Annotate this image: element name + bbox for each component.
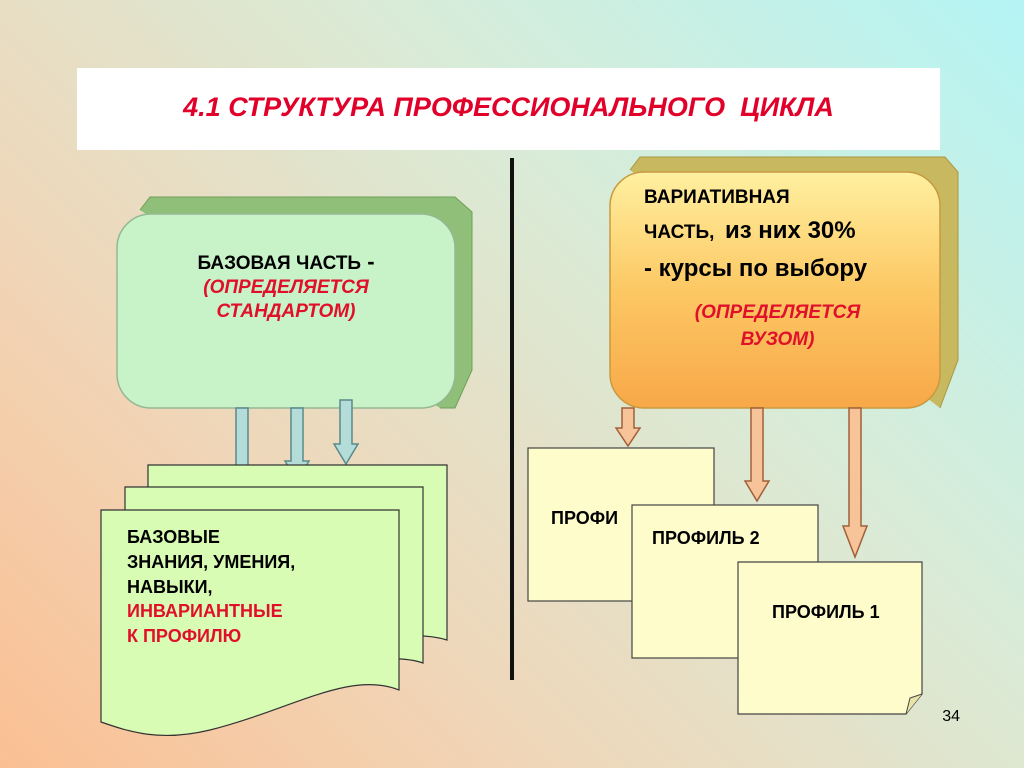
variative-part-share: из них 30% <box>724 217 856 245</box>
profile-page-1 <box>737 561 923 715</box>
arrow-profile-2 <box>743 407 771 503</box>
arrow-profile-1 <box>841 407 869 560</box>
profile-2-label: ПРОФИЛЬ 2 <box>652 528 760 548</box>
base-docs-line-2: ЗНАНИЯ, УМЕНИЯ, <box>127 551 296 572</box>
variative-part-note-2: ВУЗОМ) <box>740 328 815 350</box>
variative-part-box <box>609 156 959 409</box>
variative-part-label: ВАРИАТИВНАЯ ЧАСТЬ, из них 30% - курсы по… <box>644 183 934 287</box>
vertical-divider <box>510 158 514 680</box>
base-part-box <box>116 196 473 409</box>
base-part-label: БАЗОВАЯ ЧАСТЬ - (ОПРЕДЕЛЯЕТСЯ СТАНДАРТОМ… <box>117 248 455 323</box>
variative-part-word: ЧАСТЬ, <box>644 222 715 244</box>
base-part-title: БАЗОВАЯ ЧАСТЬ <box>197 253 362 274</box>
profile-1-label: ПРОФИЛЬ 1 <box>772 602 880 622</box>
slide-number: 34 <box>942 708 960 725</box>
variative-part-title: ВАРИАТИВНАЯ <box>644 187 790 208</box>
profile-back-label: ПРОФИ <box>551 508 619 528</box>
base-part-note-2: СТАНДАРТОМ) <box>216 300 356 322</box>
base-part-dash: - <box>361 249 375 274</box>
base-docs-stack <box>100 464 448 737</box>
base-docs-line-1: БАЗОВЫЕ <box>127 527 220 547</box>
variative-part-note-1: (ОПРЕДЕЛЯЕТСЯ <box>694 302 861 323</box>
base-docs-line-4: ИНВАРИАНТНЫЕ <box>127 601 283 622</box>
variative-part-courses: - курсы по выбору <box>644 254 868 282</box>
title-box: 4.1 СТРУКТУРА ПРОФЕССИОНАЛЬНОГО ЦИКЛА <box>77 68 940 150</box>
variative-part-note: (ОПРЕДЕЛЯЕТСЯ ВУЗОМ) <box>620 300 935 353</box>
arrow-profile-back <box>614 407 642 448</box>
slide-title: 4.1 СТРУКТУРА ПРОФЕССИОНАЛЬНОГО ЦИКЛА <box>183 92 834 122</box>
arrow-base-3 <box>332 399 360 466</box>
base-docs-line-3: НАВЫКИ, <box>127 576 213 597</box>
base-docs-line-5: К ПРОФИЛЮ <box>127 626 242 647</box>
base-part-note-1: (ОПРЕДЕЛЯЕТСЯ <box>203 276 369 298</box>
base-docs-label: БАЗОВЫЕ ЗНАНИЯ, УМЕНИЯ, НАВЫКИ, ИНВАРИАН… <box>127 525 392 649</box>
